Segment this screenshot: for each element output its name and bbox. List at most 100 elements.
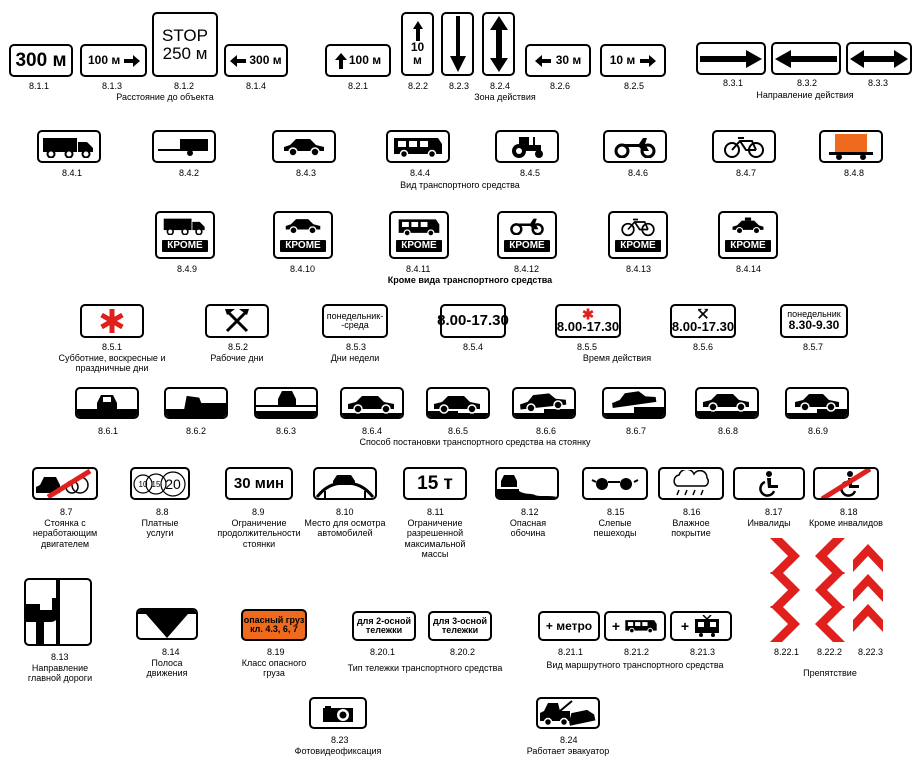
caption-disabled: Инвалиды	[747, 518, 791, 528]
sign-number: 8.5.5	[577, 342, 598, 352]
caption-vehicle-type: Вид транспортного средства	[400, 180, 520, 190]
sign-8-6-5	[426, 387, 490, 419]
sign-line: STOP	[162, 25, 208, 45]
sign-8-16	[658, 467, 724, 500]
tram-icon	[695, 615, 720, 637]
sign-8-11: 15 т	[403, 467, 467, 500]
double-arrow-horizontal-icon	[850, 49, 908, 68]
car-side-curb-icon	[514, 393, 574, 417]
sign-8-4-14: КРОМЕ	[718, 211, 778, 259]
caption-shoulder: Опасная обочина	[509, 518, 547, 539]
sign-8-3-2	[771, 42, 841, 75]
sign-line: 10	[410, 40, 425, 55]
engine-off-icon	[36, 469, 92, 498]
caption-obstacle: Препятствие	[803, 668, 857, 678]
sign-text: 300 м	[249, 53, 282, 68]
sign-8-15	[582, 467, 648, 500]
obstacle-chevron-up-icon	[853, 536, 883, 642]
except-label: КРОМЕ	[162, 239, 208, 252]
sign-number: 8.3.1	[723, 78, 744, 88]
sign-8-4-8	[819, 130, 883, 163]
caption-zone: Зона действия	[474, 92, 536, 102]
inspection-ramp-icon	[315, 474, 375, 498]
sign-8-4-10: КРОМЕ	[273, 211, 333, 259]
except-label: КРОМЕ	[725, 239, 771, 252]
sign-8-2-1: 100 м	[325, 44, 391, 77]
sign-number: 8.19	[267, 647, 285, 657]
caption-except-disabled: Кроме инвалидов	[809, 518, 883, 528]
sign-8-9: 30 мин	[225, 467, 293, 500]
sign-8-19: опасный груз кл. 4.3, 6, 7	[241, 609, 307, 641]
sign-number: 8.11	[427, 507, 444, 517]
sign-number: 8.14	[162, 647, 180, 657]
caption-route-vehicle: Вид маршрутного транспортного средства	[546, 660, 724, 670]
sign-number: 8.4.4	[410, 168, 431, 178]
sign-8-1-3: 100 м	[80, 44, 147, 77]
sign-8-4-2	[152, 130, 216, 163]
caption-tow: Работает эвакуатор	[526, 746, 610, 756]
rain-cloud-icon	[673, 469, 709, 495]
arrow-left-icon	[534, 54, 551, 67]
sign-8-6-9	[785, 387, 849, 419]
sign-number: 8.2.4	[490, 81, 511, 91]
dangerous-shoulder-icon	[497, 474, 557, 498]
double-arrow-vertical-icon	[489, 16, 508, 72]
sign-number: 8.23	[331, 735, 349, 745]
sign-8-5-4: 8.00-17.30	[437, 304, 509, 338]
wheelchair-icon	[759, 470, 778, 497]
sign-text: 100 м	[88, 53, 121, 68]
crossed-hammers-icon	[697, 309, 709, 320]
caption-except-vehicle: Кроме вида транспортного средства	[387, 275, 553, 285]
red-asterisk-icon	[100, 309, 124, 333]
bus-icon	[625, 620, 657, 634]
time-to: 9.30	[816, 318, 840, 333]
sign-8-5-1	[80, 304, 144, 338]
sign-number: 8.4.7	[736, 168, 757, 178]
sign-8-4-13: КРОМЕ	[608, 211, 668, 259]
sign-8-13	[24, 578, 92, 646]
car-icon	[284, 138, 324, 157]
main-road-direction-icon	[26, 580, 60, 644]
sign-8-12	[495, 467, 559, 500]
bicycle-icon	[621, 218, 655, 237]
sign-number: 8.6.2	[186, 426, 207, 436]
sign-number: 8.6.9	[808, 426, 829, 436]
sign-number: 8.10	[336, 507, 354, 517]
sign-8-23	[309, 697, 367, 729]
bus-icon	[398, 219, 440, 237]
cart-line: для 3-осной	[432, 615, 488, 626]
sign-8-21-2: +	[604, 611, 666, 641]
caption-lane: Полоса движения	[146, 658, 188, 679]
cart-line: тележки	[441, 625, 479, 635]
caption-main-road: Направление главной дороги	[27, 663, 93, 684]
sign-number: 8.13	[51, 652, 69, 662]
arrow-left-icon	[775, 49, 837, 68]
coins-icon: 10 15 20	[133, 470, 186, 497]
truck-icon	[163, 218, 205, 235]
camera-icon	[323, 706, 353, 722]
day-label: понедельник	[787, 308, 841, 319]
lane-arrow-down-icon	[138, 610, 196, 638]
sign-number: 8.1.1	[29, 81, 50, 91]
caption-hazard-class: Класс опасного груза	[241, 658, 307, 679]
sign-8-10	[313, 467, 377, 500]
sign-number: 8.20.1	[370, 647, 396, 657]
sign-8-4-12: КРОМЕ	[497, 211, 557, 259]
caption-inspection: Место для осмотра автомобилей	[304, 518, 386, 539]
car-icon	[285, 219, 321, 235]
sign-8-21-3: +	[670, 611, 732, 641]
obstacle-chevron-right-icon	[768, 536, 802, 642]
sign-8-3-1	[696, 42, 766, 75]
sign-8-1-2: STOP 250 м	[152, 12, 218, 77]
sign-line: м	[413, 53, 422, 67]
sign-number: 8.15	[607, 507, 625, 517]
time-from: 8.00	[671, 319, 698, 335]
sign-8-4-1	[37, 130, 101, 163]
sign-number: 8.5.4	[463, 342, 484, 352]
sign-8-21-1: + метро	[538, 611, 600, 641]
sign-number: 8.22.3	[858, 647, 884, 657]
sign-number: 8.4.9	[177, 264, 198, 274]
motorcycle-icon	[510, 218, 544, 235]
caption-max-mass: Ограничение разрешенной максимальной мас…	[404, 518, 466, 560]
car-side-raised-icon	[604, 391, 664, 417]
